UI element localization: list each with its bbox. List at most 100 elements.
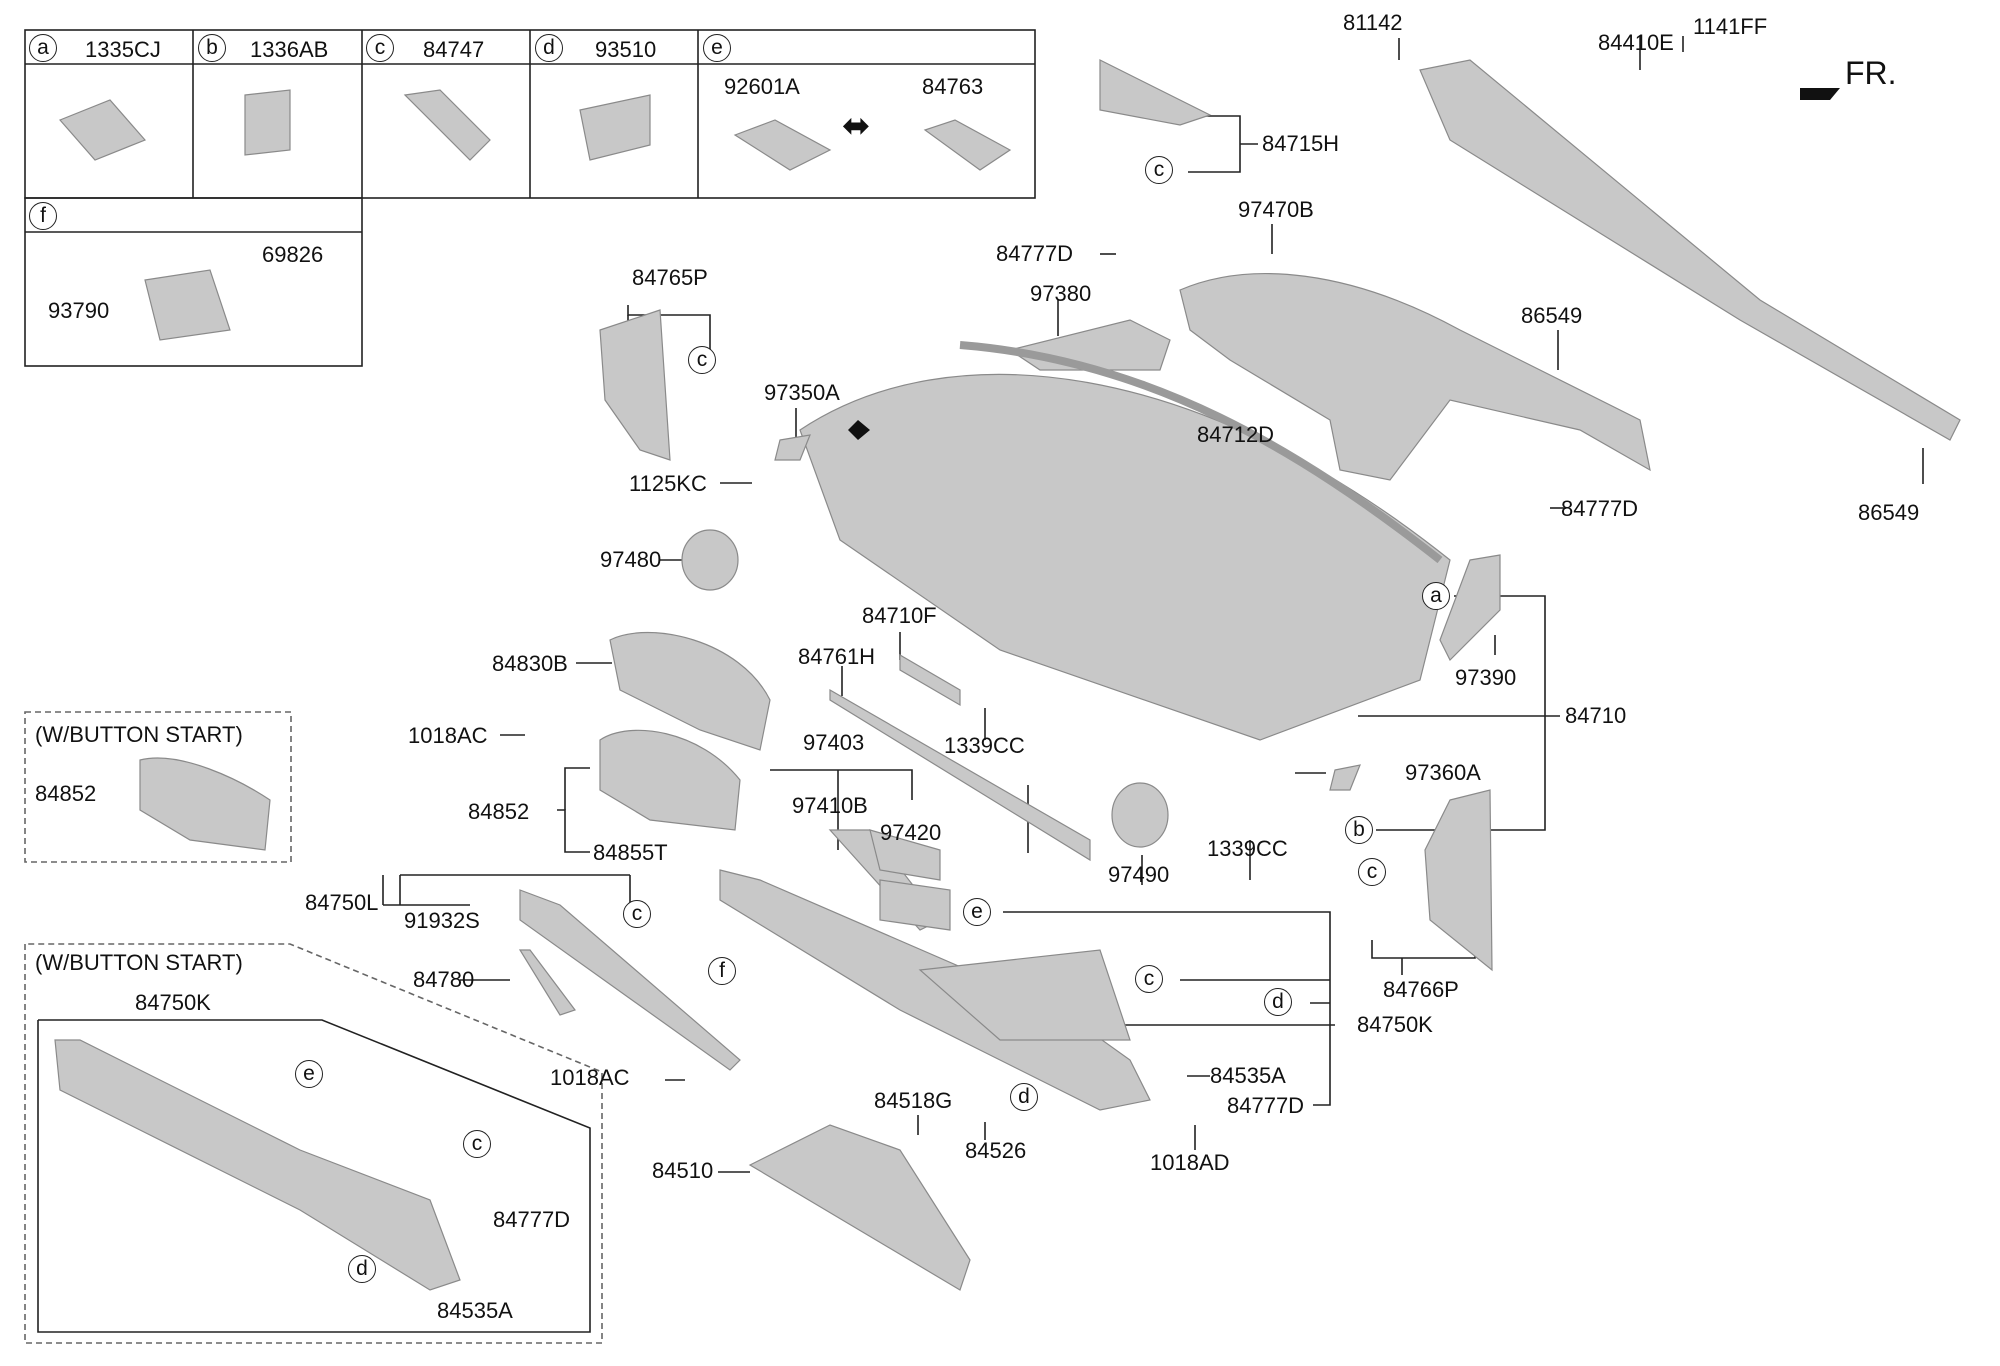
part-label[interactable]: 84712D bbox=[1197, 422, 1275, 447]
legend-part-label: 69826 bbox=[262, 242, 324, 267]
part-label[interactable]: 1018AD bbox=[1150, 1150, 1230, 1175]
part-label[interactable]: 84777D bbox=[1227, 1093, 1305, 1118]
callout-a: a bbox=[1422, 582, 1450, 610]
legend-key-c: c bbox=[366, 34, 394, 62]
legend-part-92601A bbox=[733, 119, 832, 171]
part-label[interactable]: 97470B bbox=[1238, 197, 1314, 222]
legend-part-1335CJ bbox=[58, 99, 147, 161]
part-label-84750K-variant[interactable]: 84750K bbox=[135, 990, 211, 1015]
part-label[interactable]: 1141FF bbox=[1693, 14, 1768, 39]
part-label[interactable]: 84777D bbox=[493, 1207, 571, 1232]
part-label[interactable]: 84535A bbox=[437, 1298, 513, 1323]
legend-part-label: 93790 bbox=[48, 298, 110, 323]
legend-key-a: a bbox=[29, 34, 57, 62]
part-label-84852-variant[interactable]: 84852 bbox=[35, 781, 97, 806]
part-label[interactable]: 84750L bbox=[305, 890, 379, 915]
variant-note: (W/BUTTON START) bbox=[35, 950, 243, 975]
duct-97390 bbox=[1439, 554, 1501, 662]
part-label[interactable]: 97390 bbox=[1455, 665, 1517, 690]
part-label[interactable]: 97403 bbox=[803, 730, 865, 755]
part-label[interactable]: 84715H bbox=[1262, 131, 1340, 156]
part-label[interactable]: 84777D bbox=[1561, 496, 1639, 521]
callout-c: c bbox=[688, 346, 716, 374]
callout-b: b bbox=[1345, 816, 1373, 844]
variant-box-2 bbox=[24, 943, 603, 1344]
legend-part-label: 92601A bbox=[724, 74, 800, 99]
part-label[interactable]: 84526 bbox=[965, 1138, 1027, 1163]
lower-panel-84750L bbox=[519, 889, 741, 1071]
legend-part-label: 93510 bbox=[595, 37, 657, 62]
speaker-grille-84715H bbox=[1099, 59, 1212, 126]
callout-f: f bbox=[708, 957, 736, 985]
part-label[interactable]: 84750K bbox=[1357, 1012, 1433, 1037]
part-label[interactable]: 97420 bbox=[880, 820, 942, 845]
part-label[interactable]: 84410E bbox=[1598, 30, 1674, 55]
part-label[interactable]: 84830B bbox=[492, 651, 568, 676]
trim-strip-84712D bbox=[959, 341, 1443, 564]
part-label[interactable]: 84535A bbox=[1210, 1063, 1286, 1088]
part-label[interactable]: 84518G bbox=[874, 1088, 953, 1113]
vent-97360A bbox=[1329, 764, 1361, 791]
part-label[interactable]: 1018AC bbox=[408, 723, 488, 748]
callout-c: c bbox=[1145, 156, 1173, 184]
part-label[interactable]: 84765P bbox=[632, 265, 708, 290]
legend-part-label: 84763 bbox=[922, 74, 984, 99]
shroud-84852 bbox=[599, 729, 741, 831]
part-label[interactable]: 86549 bbox=[1521, 303, 1583, 328]
vent-97480 bbox=[681, 529, 739, 591]
variant-note: (W/BUTTON START) bbox=[35, 722, 243, 747]
callout-c: c bbox=[1135, 965, 1163, 993]
part-label[interactable]: 84780 bbox=[413, 967, 475, 992]
callout-c: c bbox=[463, 1130, 491, 1158]
part-label[interactable]: 84766P bbox=[1383, 977, 1459, 1002]
trim-84710F bbox=[899, 653, 961, 707]
part-label[interactable]: 84710F bbox=[862, 603, 937, 628]
legend-part-label: 1335CJ bbox=[85, 37, 161, 62]
part-label[interactable]: 84761H bbox=[798, 644, 876, 669]
air-duct-97470B bbox=[1179, 273, 1651, 481]
part-label[interactable]: 91932S bbox=[404, 908, 480, 933]
part-label[interactable]: 1125KC bbox=[629, 471, 707, 496]
legend-key-e: e bbox=[703, 34, 731, 62]
part-label[interactable]: 1018AC bbox=[550, 1065, 630, 1090]
part-label[interactable]: 97490 bbox=[1108, 862, 1170, 887]
legend-part-label: 1336AB bbox=[250, 37, 329, 62]
part-label[interactable]: 97410B bbox=[792, 793, 868, 818]
part-label[interactable]: 1339CC bbox=[944, 733, 1025, 758]
legend-key-f: f bbox=[29, 202, 57, 230]
part-label[interactable]: 84855T bbox=[593, 840, 668, 865]
part-label[interactable]: 84510 bbox=[652, 1158, 714, 1183]
vent-97350A bbox=[774, 434, 811, 461]
part-label[interactable]: 86549 bbox=[1858, 500, 1920, 525]
legend-part-93790 bbox=[144, 269, 231, 341]
front-direction-label: FR. bbox=[1845, 55, 1897, 91]
glove-box-housing bbox=[918, 949, 1131, 1041]
legend-f-border bbox=[24, 197, 363, 367]
vent-97490 bbox=[1111, 782, 1169, 848]
legend-part-84747 bbox=[403, 89, 491, 161]
interchange-arrow-icon bbox=[848, 420, 870, 440]
vent-97410B bbox=[869, 829, 941, 881]
crash-pad-84710 bbox=[799, 373, 1451, 741]
part-label[interactable]: 97480 bbox=[600, 547, 662, 572]
legend-part-1336AB bbox=[244, 89, 291, 156]
legend-part-label: 84747 bbox=[423, 37, 485, 62]
legend-key-d: d bbox=[535, 34, 563, 62]
trim-84761H bbox=[829, 688, 1091, 862]
variant-panel-84750K bbox=[54, 1039, 461, 1291]
part-label[interactable]: 97360A bbox=[1405, 760, 1481, 785]
lower-panel-84750K bbox=[719, 869, 1151, 1111]
callout-e: e bbox=[963, 898, 991, 926]
part-label[interactable]: 1339CC bbox=[1207, 836, 1288, 861]
part-label[interactable]: 97380 bbox=[1030, 281, 1092, 306]
part-label[interactable]: 84777D bbox=[996, 241, 1074, 266]
part-label[interactable]: 84852 bbox=[468, 799, 530, 824]
side-cover-84766P bbox=[1424, 789, 1493, 972]
part-label[interactable]: 81142 bbox=[1343, 10, 1403, 35]
part-label[interactable]: 84710 bbox=[1565, 703, 1627, 728]
part-label[interactable]: 97350A bbox=[764, 380, 840, 405]
panel-84780 bbox=[518, 949, 576, 1016]
panel-84765P bbox=[599, 309, 671, 461]
callout-d: d bbox=[1264, 988, 1292, 1016]
variant-inner-box bbox=[37, 1019, 591, 1333]
